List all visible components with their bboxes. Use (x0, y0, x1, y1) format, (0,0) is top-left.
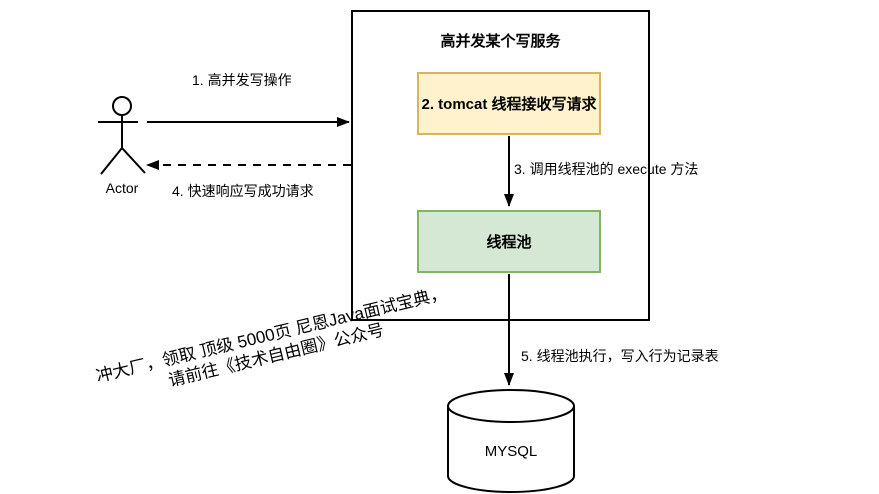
node-tomcat-thread: 2. tomcat 线程接收写请求 (417, 72, 601, 135)
edge-label-execute: 3. 调用线程池的 execute 方法 (514, 161, 699, 177)
edge-label-db-write: 5. 线程池执行，写入行为记录表 (521, 348, 719, 364)
service-box (351, 10, 650, 321)
node-thread-pool: 线程池 (417, 210, 601, 273)
actor-label: Actor (105, 180, 139, 196)
database-cylinder (447, 389, 575, 493)
database-label: MYSQL (484, 443, 538, 460)
database-cylinder-body (447, 405, 575, 493)
actor-figure (98, 96, 146, 175)
actor-head (112, 96, 132, 116)
database-cylinder-top (447, 389, 575, 423)
actor-leg-left (100, 147, 123, 175)
edge-label-write-op: 1. 高并发写操作 (192, 72, 292, 88)
node-thread-pool-label: 线程池 (486, 234, 532, 251)
service-box-title: 高并发某个写服务 (440, 33, 561, 50)
node-tomcat-thread-label: 2. tomcat 线程接收写请求 (421, 96, 597, 113)
edge-label-response: 4. 快速响应写成功请求 (172, 183, 314, 199)
actor-leg-right (121, 147, 146, 174)
